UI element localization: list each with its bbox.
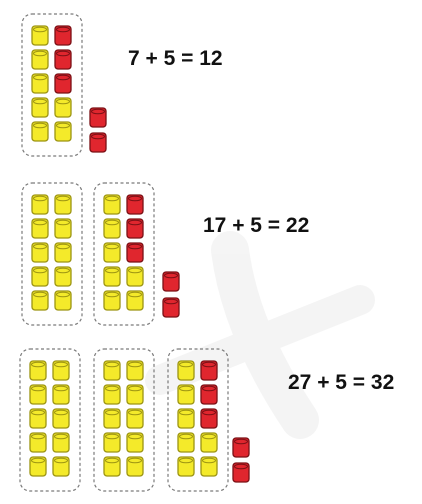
- loose-red-cube: [233, 463, 249, 482]
- yellow-cube: [32, 50, 48, 69]
- yellow-cube: [55, 219, 71, 238]
- yellow-cube: [178, 457, 194, 476]
- yellow-cube: [32, 98, 48, 117]
- yellow-cube: [201, 457, 217, 476]
- yellow-cube: [55, 195, 71, 214]
- yellow-cube: [55, 243, 71, 262]
- problem-1: [22, 14, 106, 156]
- yellow-cube: [53, 361, 69, 380]
- red-cube: [127, 195, 143, 214]
- yellow-cube: [30, 433, 46, 452]
- yellow-cube: [55, 122, 71, 141]
- ten-frame-group: [20, 349, 80, 491]
- ten-frame-group: [22, 14, 82, 156]
- yellow-cube: [32, 291, 48, 310]
- loose-red-cube: [233, 438, 249, 457]
- yellow-cube: [127, 385, 143, 404]
- ten-frame-group: [22, 183, 82, 325]
- yellow-cube: [32, 219, 48, 238]
- yellow-cube: [127, 361, 143, 380]
- red-cube: [127, 243, 143, 262]
- yellow-cube: [104, 195, 120, 214]
- red-cube: [55, 74, 71, 93]
- loose-red-cube: [163, 272, 179, 291]
- dashed-frame: [22, 14, 82, 156]
- red-cube: [201, 409, 217, 428]
- yellow-cube: [104, 457, 120, 476]
- equation-1: 7 + 5 = 12: [128, 47, 223, 71]
- yellow-cube: [178, 433, 194, 452]
- red-cube: [55, 50, 71, 69]
- ten-frame-group: [94, 183, 154, 325]
- yellow-cube: [55, 291, 71, 310]
- equation-2: 17 + 5 = 22: [203, 214, 309, 238]
- yellow-cube: [127, 409, 143, 428]
- yellow-cube: [32, 74, 48, 93]
- yellow-cube: [53, 385, 69, 404]
- equation-3: 27 + 5 = 32: [288, 371, 394, 395]
- yellow-cube: [55, 98, 71, 117]
- yellow-cube: [32, 267, 48, 286]
- yellow-cube: [178, 361, 194, 380]
- loose-red-cube: [90, 108, 106, 127]
- loose-red-cube: [163, 298, 179, 317]
- yellow-cube: [127, 457, 143, 476]
- yellow-cube: [32, 195, 48, 214]
- yellow-cube: [30, 409, 46, 428]
- yellow-cube: [104, 361, 120, 380]
- yellow-cube: [53, 457, 69, 476]
- yellow-cube: [53, 409, 69, 428]
- yellow-cube: [32, 26, 48, 45]
- yellow-cube: [127, 291, 143, 310]
- dashed-frame: [94, 183, 154, 325]
- red-cube: [201, 361, 217, 380]
- dashed-frame: [20, 349, 80, 491]
- yellow-cube: [178, 385, 194, 404]
- yellow-cube: [201, 433, 217, 452]
- ten-frame-group: [94, 349, 154, 491]
- yellow-cube: [104, 243, 120, 262]
- yellow-cube: [104, 219, 120, 238]
- yellow-cube: [104, 267, 120, 286]
- red-cube: [201, 385, 217, 404]
- yellow-cube: [32, 243, 48, 262]
- red-cube: [55, 26, 71, 45]
- yellow-cube: [30, 457, 46, 476]
- dashed-frame: [94, 349, 154, 491]
- yellow-cube: [53, 433, 69, 452]
- problem-2: [22, 183, 179, 325]
- dashed-frame: [22, 183, 82, 325]
- yellow-cube: [104, 385, 120, 404]
- yellow-cube: [127, 267, 143, 286]
- yellow-cube: [127, 433, 143, 452]
- yellow-cube: [104, 409, 120, 428]
- yellow-cube: [178, 409, 194, 428]
- loose-red-cube: [90, 133, 106, 152]
- problem-3: [20, 349, 249, 491]
- yellow-cube: [30, 361, 46, 380]
- yellow-cube: [104, 433, 120, 452]
- yellow-cube: [30, 385, 46, 404]
- yellow-cube: [55, 267, 71, 286]
- yellow-cube: [104, 291, 120, 310]
- yellow-cube: [32, 122, 48, 141]
- red-cube: [127, 219, 143, 238]
